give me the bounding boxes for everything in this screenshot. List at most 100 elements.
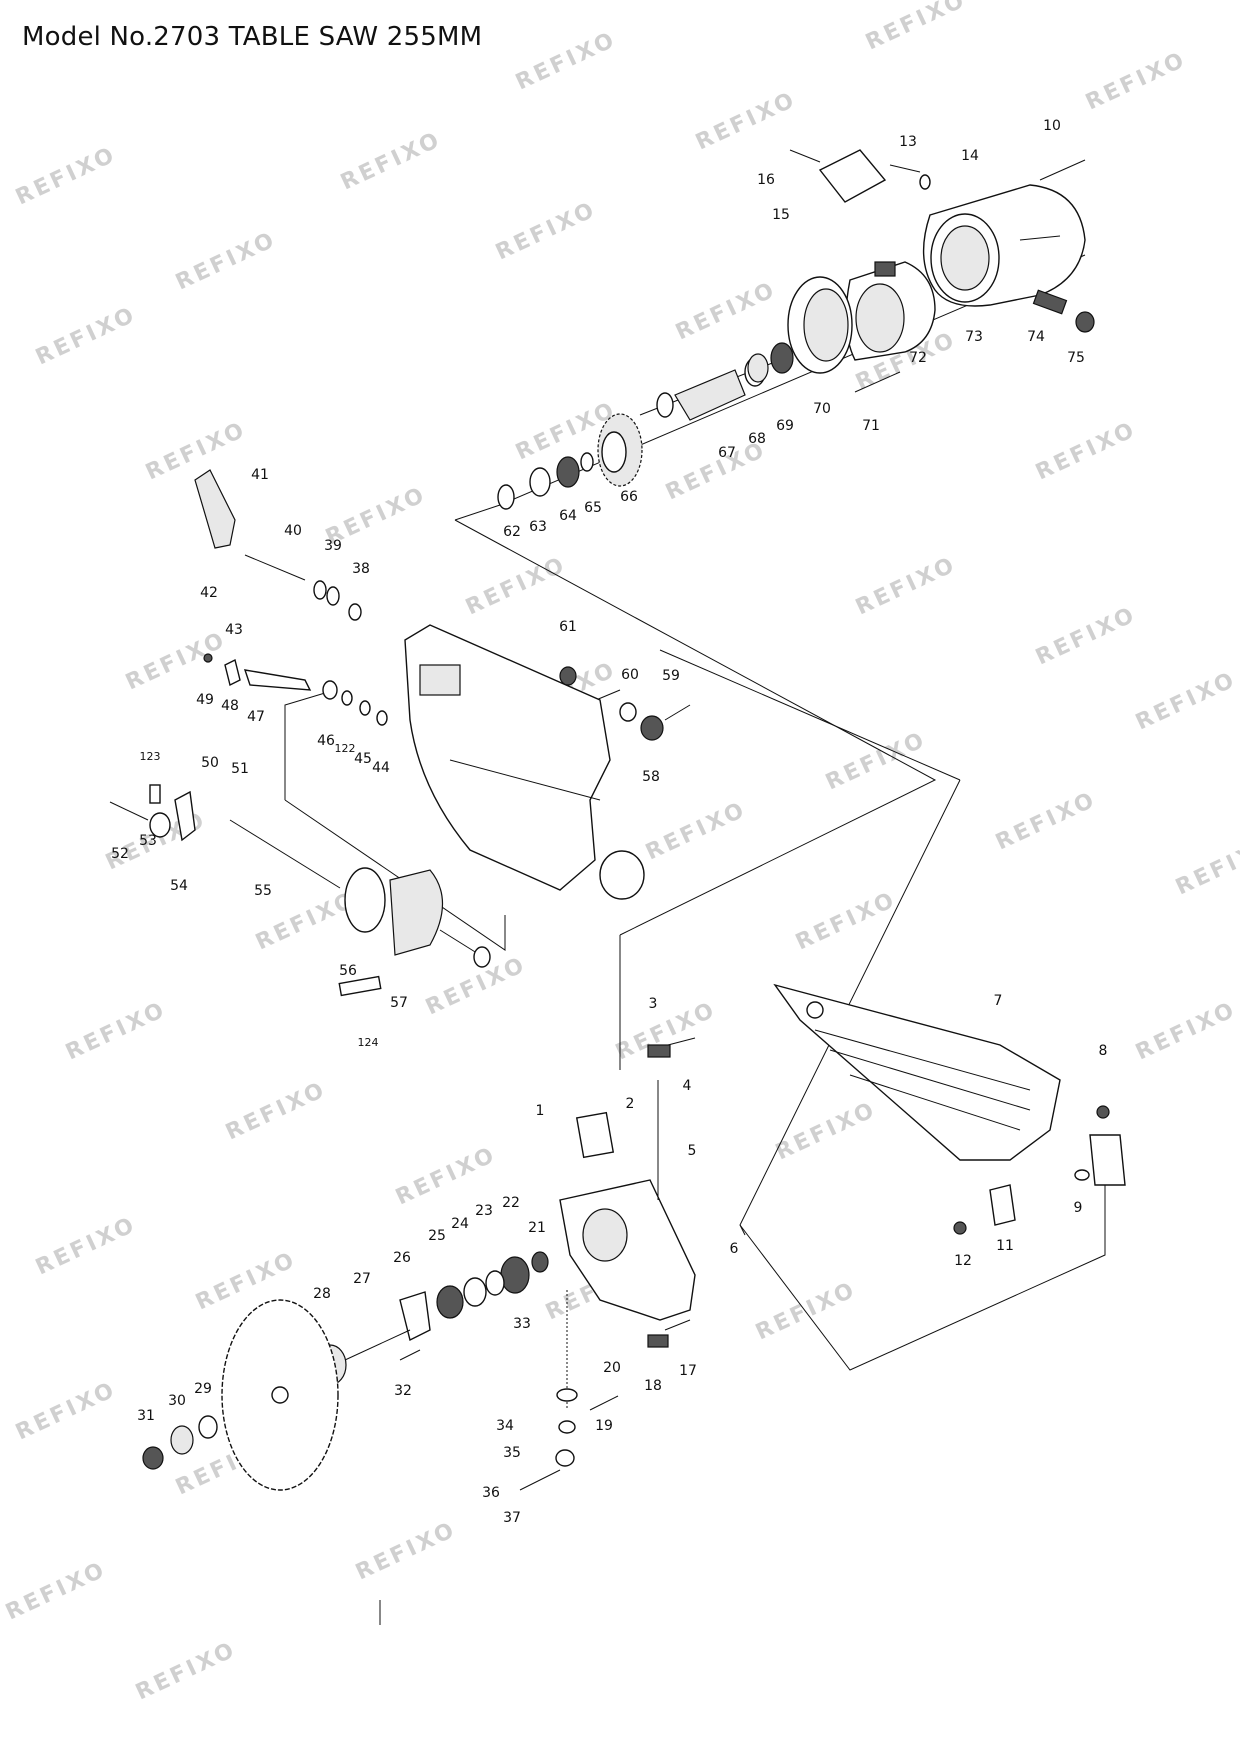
part-label-65: 65 [584, 500, 602, 516]
watermark-text: REFIXO [32, 302, 141, 370]
part-label-42: 42 [200, 585, 218, 601]
part-label-61: 61 [559, 619, 577, 635]
watermark-text: REFIXO [132, 1637, 241, 1705]
tilt-handle [194, 469, 362, 621]
part-label-68: 68 [748, 431, 766, 447]
part-label-13: 13 [899, 134, 917, 150]
part-label-4: 4 [683, 1078, 692, 1094]
part-label-11: 11 [996, 1238, 1014, 1254]
part-label-46: 46 [317, 733, 335, 749]
part-label-19: 19 [595, 1418, 613, 1434]
part-label-50: 50 [201, 755, 219, 771]
watermark-text: REFIXO [672, 277, 781, 345]
worm-gear-parts [559, 666, 691, 741]
part-label-25: 25 [428, 1228, 446, 1244]
watermark-text: REFIXO [1082, 47, 1191, 115]
part-label-22: 22 [502, 1195, 520, 1211]
part-label-24: 24 [451, 1216, 469, 1232]
part-label-55: 55 [254, 883, 272, 899]
watermark-text: REFIXO [642, 797, 751, 865]
part-label-73: 73 [965, 329, 983, 345]
part-label-21: 21 [528, 1220, 546, 1236]
watermark-text: REFIXO [392, 1142, 501, 1210]
part-label-64: 64 [559, 508, 577, 524]
part-label-15: 15 [772, 207, 790, 223]
part-label-32: 32 [394, 1383, 412, 1399]
part-label-75: 75 [1067, 350, 1085, 366]
part-label-53: 53 [139, 833, 157, 849]
watermark-text: REFIXO [122, 627, 231, 695]
watermark-text: REFIXO [142, 417, 251, 485]
part-label-45: 45 [354, 751, 372, 767]
part-label-31: 31 [137, 1408, 155, 1424]
blade-guard [773, 983, 1126, 1235]
part-label-16: 16 [757, 172, 775, 188]
part-label-59: 59 [662, 668, 680, 684]
part-label-26: 26 [393, 1250, 411, 1266]
watermark-text: REFIXO [12, 1377, 121, 1445]
watermark-text: REFIXO [337, 127, 446, 195]
watermark-text: REFIXO [32, 1212, 141, 1280]
main-frame [404, 624, 645, 900]
part-label-70: 70 [813, 401, 831, 417]
part-label-18: 18 [644, 1378, 662, 1394]
part-label-71: 71 [862, 418, 880, 434]
page-title: Model No.2703 TABLE SAW 255MM [22, 22, 483, 52]
part-label-124: 124 [358, 1036, 379, 1049]
part-label-30: 30 [168, 1393, 186, 1409]
part-label-39: 39 [324, 538, 342, 554]
part-label-35: 35 [503, 1445, 521, 1461]
watermark-text: REFIXO [352, 1517, 461, 1585]
part-label-9: 9 [1074, 1200, 1083, 1216]
part-label-54: 54 [170, 878, 188, 894]
watermark-text: REFIXO [172, 227, 281, 295]
part-label-14: 14 [961, 148, 979, 164]
part-label-17: 17 [679, 1363, 697, 1379]
part-label-3: 3 [649, 996, 658, 1012]
watermark-text: REFIXO [1172, 832, 1240, 900]
part-label-123: 123 [140, 750, 161, 763]
part-label-56: 56 [339, 963, 357, 979]
part-label-66: 66 [620, 489, 638, 505]
part-label-20: 20 [603, 1360, 621, 1376]
watermark-text: REFIXO [462, 552, 571, 620]
part-label-51: 51 [231, 761, 249, 777]
part-label-8: 8 [1099, 1043, 1108, 1059]
bearings-and-rings [497, 342, 794, 510]
watermark-text: REFIXO [692, 87, 801, 155]
rod-assembly [109, 784, 491, 997]
part-label-28: 28 [313, 1286, 331, 1302]
watermark-text: REFIXO [752, 1277, 861, 1345]
watermark-text: REFIXO [822, 727, 931, 795]
watermark-text: REFIXO [1132, 667, 1240, 735]
gear [597, 413, 643, 487]
part-label-12: 12 [954, 1253, 972, 1269]
part-label-36: 36 [482, 1485, 500, 1501]
part-label-38: 38 [352, 561, 370, 577]
part-label-27: 27 [353, 1271, 371, 1287]
motor-housing [922, 184, 1086, 307]
part-label-67: 67 [718, 445, 736, 461]
lower-assembly [313, 1037, 696, 1491]
part-label-2: 2 [626, 1096, 635, 1112]
part-label-40: 40 [284, 523, 302, 539]
part-label-44: 44 [372, 760, 390, 776]
watermark-text: REFIXO [512, 27, 621, 95]
lock-lever-parts [203, 653, 388, 726]
part-label-33: 33 [513, 1316, 531, 1332]
watermark-text: REFIXO [992, 787, 1101, 855]
part-label-7: 7 [994, 993, 1003, 1009]
watermark-text: REFIXO [1032, 602, 1141, 670]
watermark-text: REFIXO [792, 887, 901, 955]
part-label-69: 69 [776, 418, 794, 434]
part-label-72: 72 [909, 350, 927, 366]
part-label-10: 10 [1043, 118, 1061, 134]
part-label-74: 74 [1027, 329, 1045, 345]
watermark-text: REFIXO [772, 1097, 881, 1165]
watermark-text: REFIXO [862, 0, 971, 55]
part-label-29: 29 [194, 1381, 212, 1397]
part-label-34: 34 [496, 1418, 514, 1434]
part-label-57: 57 [390, 995, 408, 1011]
